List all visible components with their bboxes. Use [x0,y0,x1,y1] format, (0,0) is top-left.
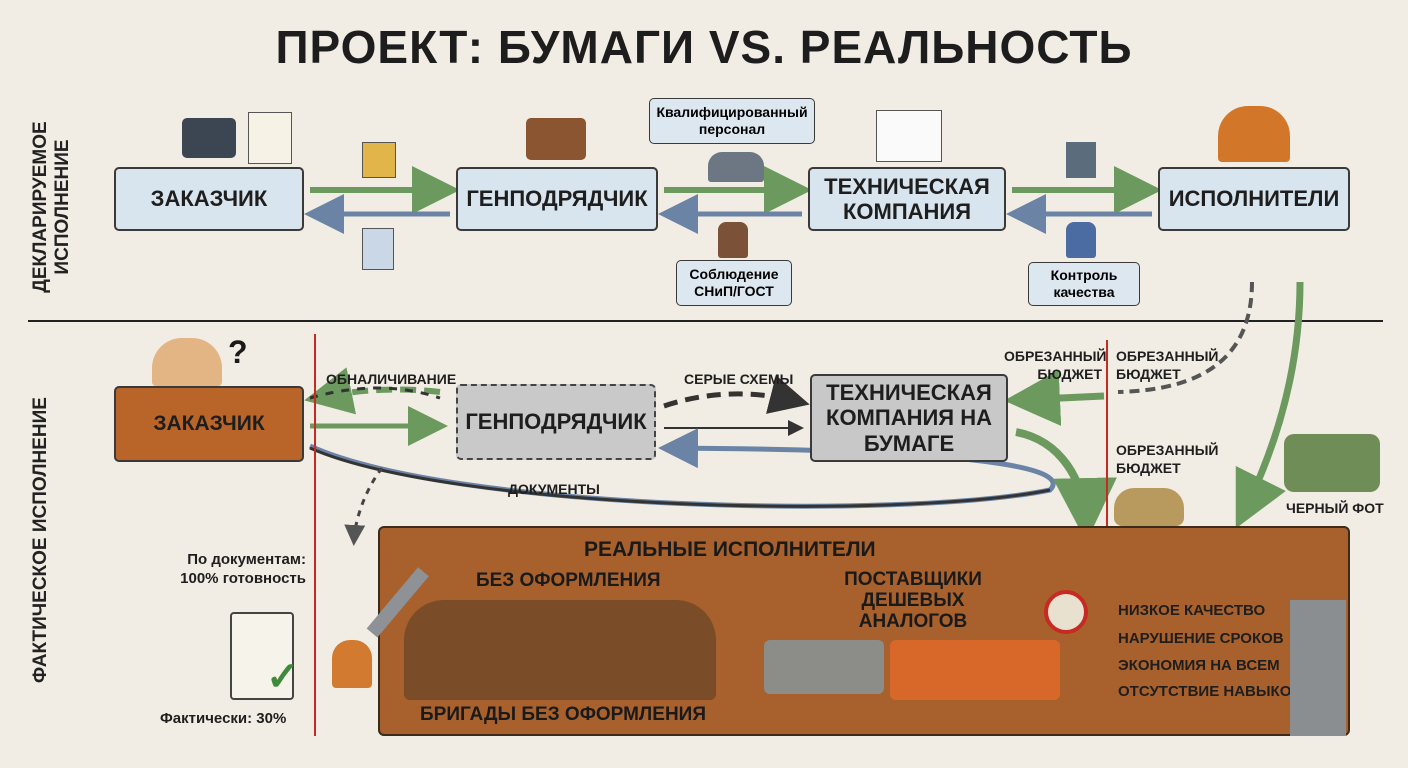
briefcase-icon [182,118,236,158]
unregistered-label: БЕЗ ОФОРМЛЕНИЯ [476,570,661,591]
actual-customer-box: ЗАКАЗЧИК [114,386,304,462]
compliance-tag: Соблюдение СНиП/ГОСТ [676,260,792,306]
confused-person-icon [152,338,222,386]
actual-gc-box: ГЕНПОДРЯДЧИК [456,384,656,460]
by-documents-label: По документам: 100% готовность [180,551,306,587]
declared-gc-box: ГЕНПОДРЯДЧИК [456,167,658,231]
page-title: ПРОЕКТ: БУМАГИ VS. РЕАЛЬНОСТЬ [275,21,1133,73]
falling-worker-icon [332,640,372,688]
cheap-suppliers-label: ПОСТАВЩИКИ ДЕШЕВЫХ АНАЛОГОВ [844,569,982,632]
arrow-cut-budget-1 [1004,370,1105,427]
crews-unregistered-label: БРИГАДЫ БЕЗ ОФОРМЛЕНИЯ [420,704,706,725]
actually-label: Фактически: 30% [160,710,287,727]
arrow-documents-dark [309,446,1051,508]
documents-label: ДОКУМЕНТЫ [508,481,600,497]
old-truck-icon [764,640,884,694]
workers-group-icon [404,600,716,700]
cashing-out-label: ОБНАЛИЧИВАНИЕ [326,371,457,387]
no-quality-sign-icon [1044,590,1088,634]
consequence-low-quality: НИЗКОЕ КАЧЕСТВО [1118,602,1266,619]
documents-stack-icon [362,228,394,270]
briefcase-brown-icon [526,118,586,160]
arrow-cashing-out [304,367,441,415]
clipboard-check-icon [230,612,294,700]
question-mark-icon: ? [228,334,248,370]
ruined-building-icon [1290,600,1346,736]
real-performers-title: РЕАЛЬНЫЕ ИСПОЛНИТЕЛИ [584,538,876,561]
dump-truck-icon [890,640,1060,700]
money-bags-icon [1114,488,1184,526]
contract-document-icon [248,112,292,164]
performers-people-icon [1218,106,1290,162]
chart-report-icon [876,110,942,162]
arrow-gray-schemes [663,375,810,414]
stamp-icon [718,222,748,258]
qualified-staff-tag: Квалифицированный персонал [649,98,815,144]
gray-schemes-label: СЕРЫЕ СХЕМЫ [684,371,794,387]
arrow-black-fund [1235,281,1304,529]
building-icon [1066,142,1096,178]
actual-tech-box: ТЕХНИЧЕСКАЯ КОМПАНИЯ НА БУМАГЕ [810,374,1008,462]
checkmark-icon: ✓ [266,655,300,699]
cut-budget-label-1: ОБРЕЗАННЫЙ БЮДЖЕТ [1004,348,1107,382]
consequence-saving-everything: ЭКОНОМИЯ НА ВСЕМ [1118,657,1280,674]
quality-control-tag: Контроль качества [1028,262,1140,306]
consequence-deadline-breach: НАРУШЕНИЕ СРОКОВ [1118,630,1284,647]
declared-customer-box: ЗАКАЗЧИК [114,167,304,231]
declared-performers-box: ИСПОЛНИТЕЛИ [1158,167,1350,231]
black-fund-label: ЧЕРНЫЙ ФОТ [1286,500,1384,516]
cut-budget-label-3: ОБРЕЗАННЫЙ БЮДЖЕТ [1116,442,1219,476]
section-divider [28,320,1383,322]
people-group-icon [708,152,764,182]
cut-budget-label-2: ОБРЕЗАННЫЙ БЮДЖЕТ [1116,348,1219,382]
consequence-no-skills: ОТСУТСТВИЕ НАВЫКОВ [1118,683,1303,700]
cash-stack-icon [1284,434,1380,492]
blue-stamp-icon [1066,222,1096,258]
arrow-cut-budget-2 [1117,281,1254,394]
arrow-customer-to-panel [344,467,384,546]
arrow-to-panel [1015,428,1117,542]
red-separator-left [314,334,316,736]
chart-doc-icon [362,142,396,178]
declared-tech-box: ТЕХНИЧЕСКАЯ КОМПАНИЯ [808,167,1006,231]
arrow-cashing-dash-curve [309,386,441,400]
